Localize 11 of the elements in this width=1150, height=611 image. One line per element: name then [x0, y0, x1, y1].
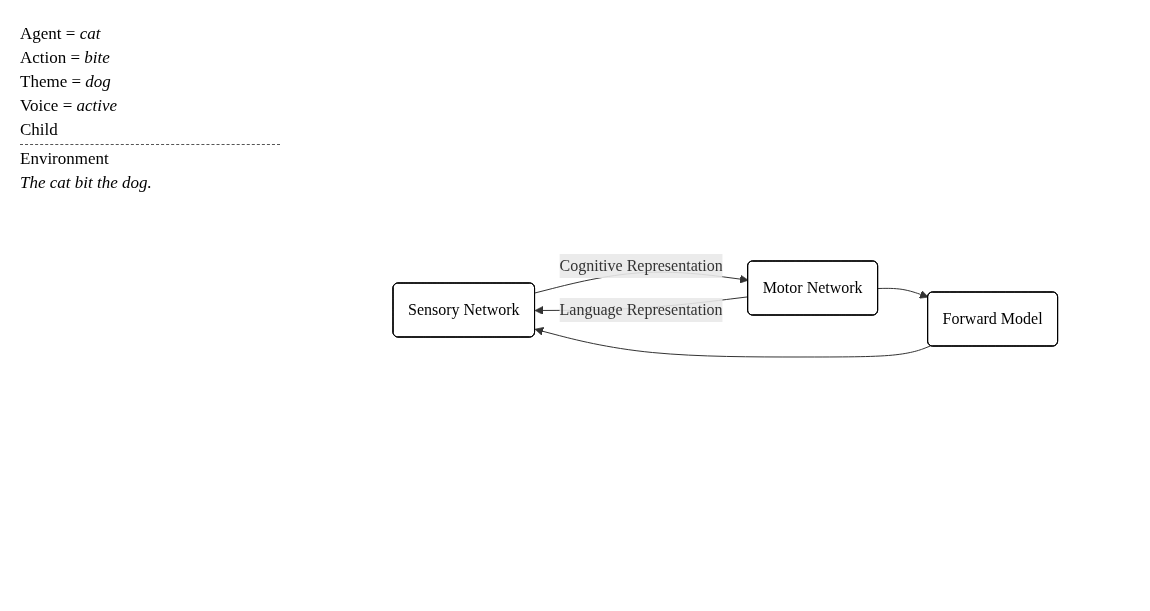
- region-label: Environment: [20, 149, 110, 169]
- example-sentence: The cat bit the dog.: [20, 173, 153, 193]
- role-assignment: Action = bite: [20, 48, 111, 68]
- edge-label: Language Representation: [559, 301, 723, 318]
- edge-label: Cognitive Representation: [559, 257, 723, 274]
- role-assignment: Theme = dog: [20, 72, 112, 92]
- role-assignment: Agent = cat: [20, 24, 102, 44]
- arrow: [534, 327, 931, 358]
- role-assignment: Voice = active: [20, 96, 119, 116]
- region-label: Child: [20, 120, 59, 140]
- arrow: [877, 287, 929, 299]
